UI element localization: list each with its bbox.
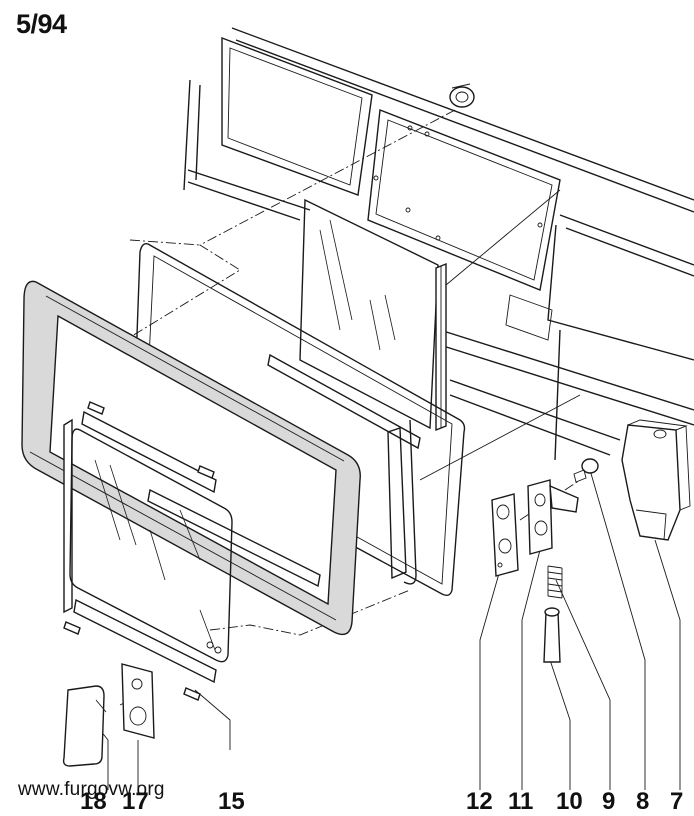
callout-number: 12 (466, 788, 493, 815)
guide-rail (267, 353, 421, 450)
part-12-plate (491, 493, 519, 577)
vertical-channel-strip (435, 262, 447, 432)
part-17-plate (121, 663, 155, 739)
callout-number: 18 (80, 788, 107, 815)
inner-frame-gasket (387, 419, 417, 585)
part-7-latch-housing (621, 419, 691, 541)
grommet-part (449, 83, 475, 108)
part-8-screw (573, 458, 599, 483)
part-18-cover-cap (62, 685, 107, 767)
sliding-glass-pane (69, 428, 233, 663)
callout-number: 8 (636, 788, 650, 815)
part-11-bracket (527, 479, 579, 555)
window-frame (21, 280, 361, 636)
callout-number: 7 (670, 788, 684, 815)
callout-number: 11 (508, 788, 534, 815)
callout-number: 15 (218, 788, 245, 815)
part-9-spring (547, 565, 563, 599)
callout-number: 10 (556, 788, 583, 815)
page-number-label: 5/94 (16, 9, 67, 39)
leader-lines (91, 189, 681, 790)
watermark-text: www.furgovw.org (18, 779, 165, 800)
sliding-track-strips (63, 401, 321, 701)
van-body-outline (183, 27, 694, 461)
part-10-pin (543, 607, 561, 663)
rear-sliding-pane (299, 198, 439, 430)
callout-number: 17 (122, 788, 149, 815)
callout-number: 9 (602, 788, 616, 815)
